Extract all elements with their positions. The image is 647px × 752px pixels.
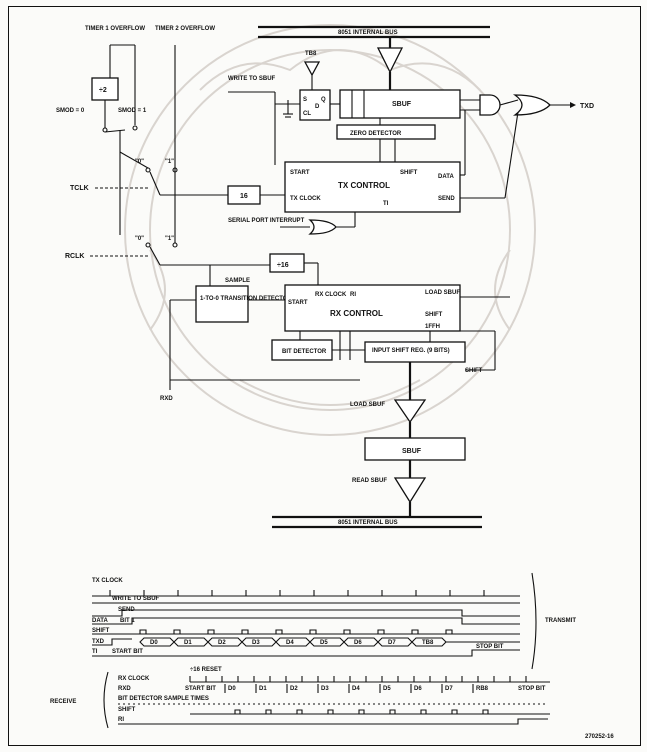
figure-frame	[8, 6, 641, 746]
